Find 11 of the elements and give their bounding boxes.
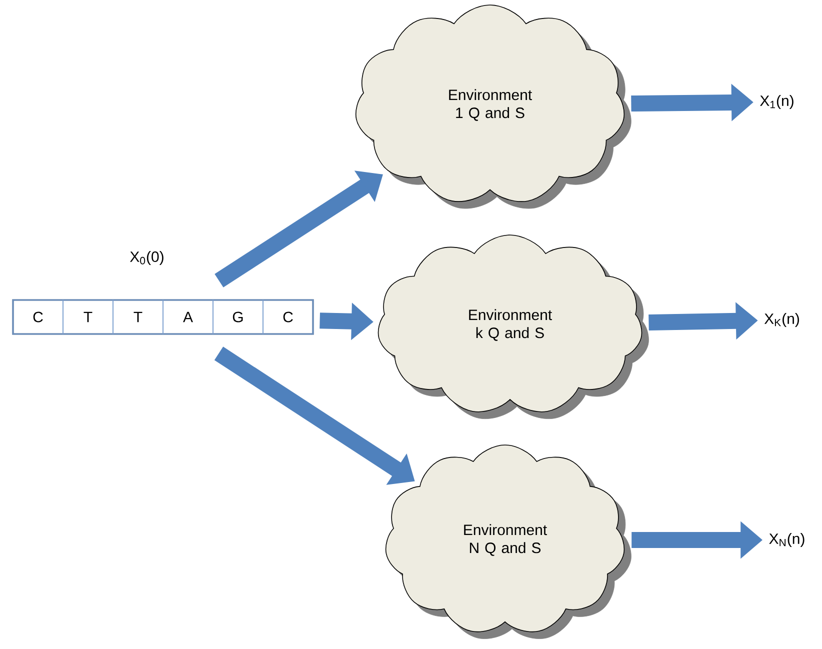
output-label: X$_{N}$(n) <box>769 533 804 547</box>
edge-label: X$_{0}$(0) <box>128 250 166 266</box>
sequence-cell: C <box>12 300 64 334</box>
output-label: X$_{K}$(n) <box>764 313 799 327</box>
sequence-strip <box>12 299 314 335</box>
sequence-cell: T <box>62 300 114 334</box>
sequence-cell: C <box>262 300 314 334</box>
output-label: X$_{1}$(n) <box>760 95 794 109</box>
sequence-cell: A <box>162 300 214 334</box>
sequence-cell: T <box>112 300 164 334</box>
sequence-cell: G <box>212 300 264 334</box>
